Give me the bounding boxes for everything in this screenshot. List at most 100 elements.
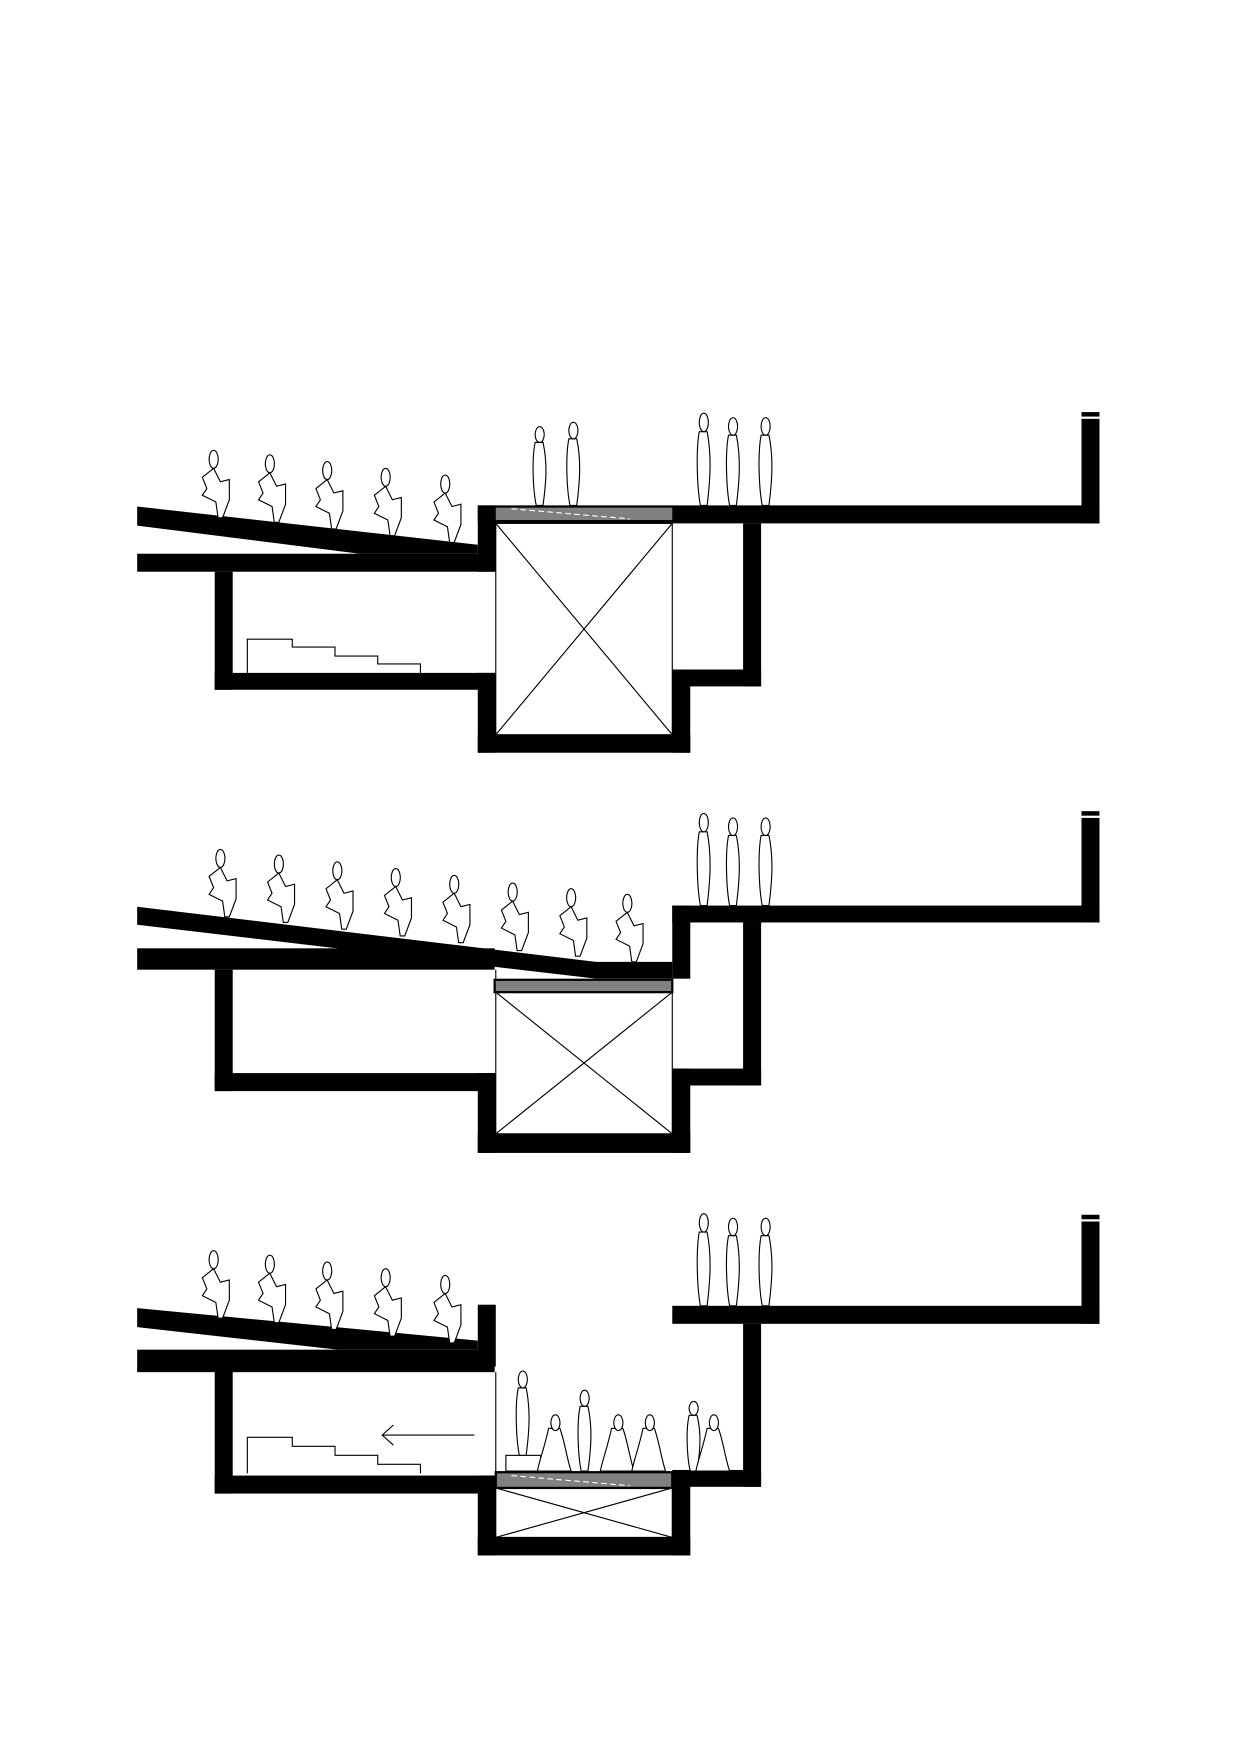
person-head: [708, 1414, 719, 1432]
platform-dash: [511, 508, 630, 520]
person-head: [507, 882, 518, 902]
lift-shaft: [495, 991, 673, 1135]
seated-person: [373, 1285, 402, 1337]
section-2: [137, 811, 1100, 1153]
person-head: [622, 893, 633, 913]
box-left-wall: [214, 571, 233, 690]
pit-right-wall: [672, 1471, 691, 1556]
person-head: [550, 1414, 561, 1432]
person-head: [727, 1217, 739, 1237]
people: [201, 412, 773, 1472]
person-head: [688, 1400, 699, 1416]
seated-person: [433, 1292, 462, 1344]
pit-left-wall: [477, 1475, 496, 1556]
lower-slab: [137, 948, 495, 970]
right-wall: [743, 1323, 762, 1487]
person-head: [534, 426, 545, 443]
seated-person: [631, 1427, 667, 1472]
standing-person: [577, 1405, 592, 1472]
box-left-wall: [214, 969, 233, 1092]
upper-deck: [672, 1305, 1100, 1324]
standing-person: [532, 441, 547, 506]
standing-person: [696, 831, 711, 907]
seating-ramp: [137, 906, 673, 979]
stairs: [246, 1436, 422, 1474]
person-head: [322, 1261, 333, 1281]
person-head: [698, 812, 709, 833]
shaft-diagonal: [495, 991, 673, 1135]
standing-person: [758, 1235, 773, 1307]
arrow-left-icon: [381, 1424, 475, 1446]
box-floor: [214, 1073, 496, 1092]
person-head: [208, 449, 219, 469]
lift-platform: [493, 978, 674, 994]
pit-left-wall: [477, 1073, 496, 1153]
seated-person: [201, 467, 230, 519]
seated-person: [383, 885, 413, 937]
seating-ramp: [137, 1308, 478, 1350]
standing-person: [725, 434, 740, 506]
standing-person: [696, 1231, 711, 1307]
pit-floor: [477, 1133, 691, 1153]
person-head: [760, 1217, 771, 1237]
right-step: [672, 1068, 762, 1086]
seated-person: [325, 878, 354, 930]
right-parapet: [1081, 817, 1100, 923]
lift-platform: [494, 1471, 674, 1490]
person-head: [566, 888, 577, 908]
section-1: [137, 412, 1100, 753]
person-head: [613, 1414, 624, 1432]
seated-person: [257, 471, 287, 523]
person-head: [698, 412, 709, 433]
person-head: [390, 867, 401, 887]
upper-deck: [672, 905, 1100, 923]
person-head: [760, 817, 771, 836]
shaft-diagonal: [495, 1487, 673, 1538]
person-head: [440, 1274, 451, 1294]
lift-shaft: [495, 522, 673, 736]
seated-person: [373, 485, 402, 537]
person-head: [449, 874, 460, 894]
standing-person: [758, 834, 773, 907]
person-head: [380, 1268, 391, 1288]
seated-person: [433, 492, 462, 544]
pit-right-wall: [672, 1068, 691, 1153]
person-head: [215, 848, 226, 868]
right-floor: [672, 1469, 762, 1487]
shaft-diagonal: [495, 523, 673, 736]
right-wall: [743, 523, 762, 687]
lift-shaft: [495, 1487, 673, 1538]
right-parapet: [1081, 1221, 1100, 1324]
standing-person: [515, 1387, 530, 1456]
seated-person: [615, 911, 644, 963]
seated-person: [266, 872, 296, 924]
person-head: [273, 854, 284, 874]
person-head: [264, 454, 275, 474]
person-head: [322, 460, 333, 481]
stairs: [246, 638, 422, 673]
right-parapet: [1081, 418, 1100, 524]
seated-person: [599, 1427, 635, 1472]
seated-person: [208, 866, 237, 918]
person-head: [568, 421, 579, 440]
lower-slab: [137, 553, 495, 572]
box-left-wall: [214, 1366, 233, 1494]
section-3: [137, 1214, 1100, 1556]
person-head: [727, 817, 739, 836]
person-head: [644, 1414, 655, 1432]
person-head: [760, 417, 771, 436]
ramp-end-wall: [477, 1304, 496, 1367]
person-head: [727, 417, 739, 436]
railing: [1081, 811, 1100, 816]
person-head: [579, 1389, 590, 1407]
standing-person: [696, 431, 711, 506]
person-head: [332, 861, 343, 881]
seating-ramp: [137, 506, 478, 554]
seated-person: [500, 900, 529, 952]
person-head: [698, 1213, 709, 1233]
right-wall: [743, 922, 762, 1086]
lower-slab: [137, 1349, 495, 1373]
person-head: [208, 1250, 219, 1270]
box-floor: [214, 1475, 496, 1494]
